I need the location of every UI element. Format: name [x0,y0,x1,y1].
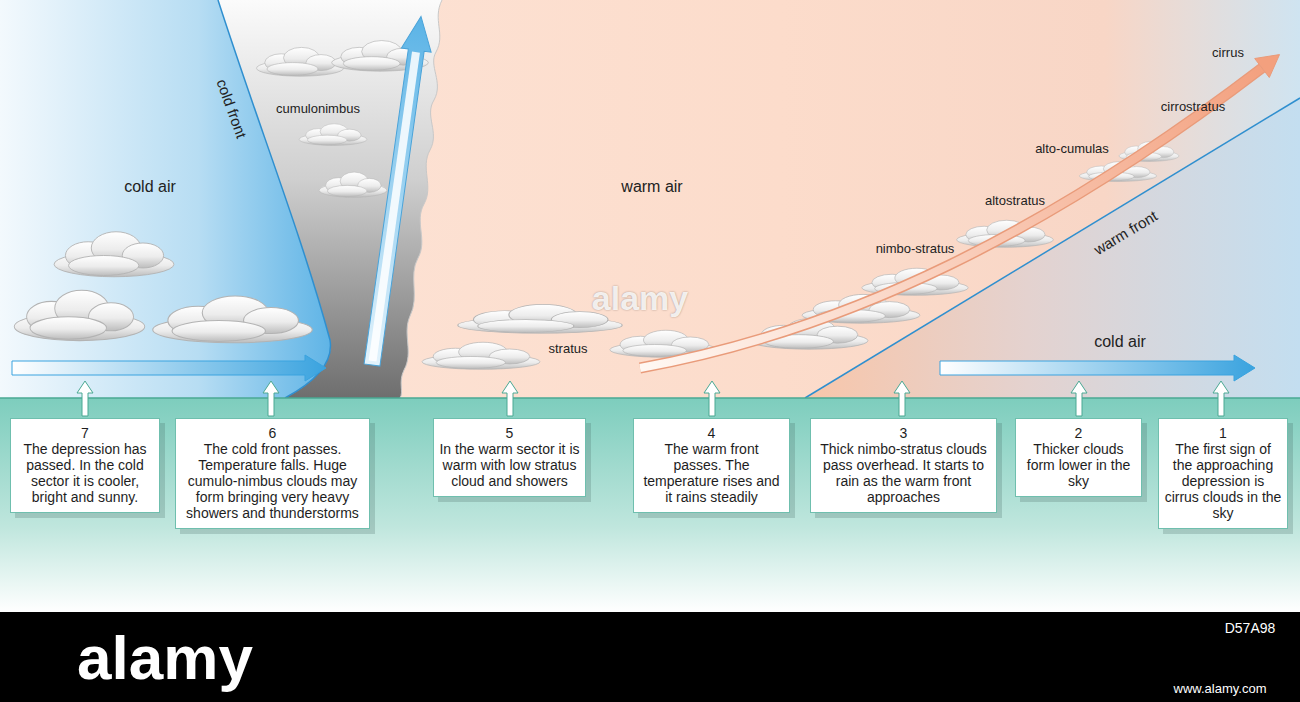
air-mass-label: warm air [621,178,682,196]
step-number: 1 [1164,425,1282,441]
stage-box: 4The warm front passes. The temperature … [633,418,790,513]
air-mass-label: cold air [124,178,176,196]
image-id: D57A98 [1225,620,1276,636]
step-description: Thicker clouds form lower in the sky [1021,441,1136,489]
step-description: The depression has passed. In the cold s… [16,441,154,505]
stage-box: 7The depression has passed. In the cold … [10,418,160,513]
step-description: In the warm sector it is warm with low s… [439,441,580,489]
step-number: 2 [1021,425,1136,441]
cloud-label: cirrostratus [1161,99,1225,114]
stage-box: 1The first sign of the approaching depre… [1158,418,1288,529]
step-number: 5 [439,425,580,441]
cloud-label: altostratus [985,193,1045,208]
cloud-label: cumulonimbus [276,101,360,116]
stage-box: 6The cold front passes. Temperature fall… [175,418,370,529]
stage-box: 2Thicker clouds form lower in the sky [1015,418,1142,497]
step-description: The warm front passes. The temperature r… [639,441,784,505]
stage-box: 3Thick nimbo-stratus clouds pass overhea… [810,418,997,513]
cloud-label: cirrus [1212,45,1244,60]
air-mass-label: cold air [1094,333,1146,351]
step-number: 7 [16,425,154,441]
step-description: The cold front passes. Temperature falls… [181,441,364,521]
cloud-label: stratus [548,341,587,356]
step-number: 4 [639,425,784,441]
step-description: The first sign of the approaching depres… [1164,441,1282,521]
step-number: 3 [816,425,991,441]
watermark-url: www.alamy.com [1174,681,1267,696]
cloud-label: nimbo-stratus [876,241,955,256]
stage-box: 5In the warm sector it is warm with low … [433,418,586,497]
step-description: Thick nimbo-stratus clouds pass overhead… [816,441,991,505]
step-number: 6 [181,425,364,441]
watermark-logo: alamy [77,622,253,693]
cloud-label: alto-cumulas [1035,141,1109,156]
watermark: alamy [592,279,688,318]
